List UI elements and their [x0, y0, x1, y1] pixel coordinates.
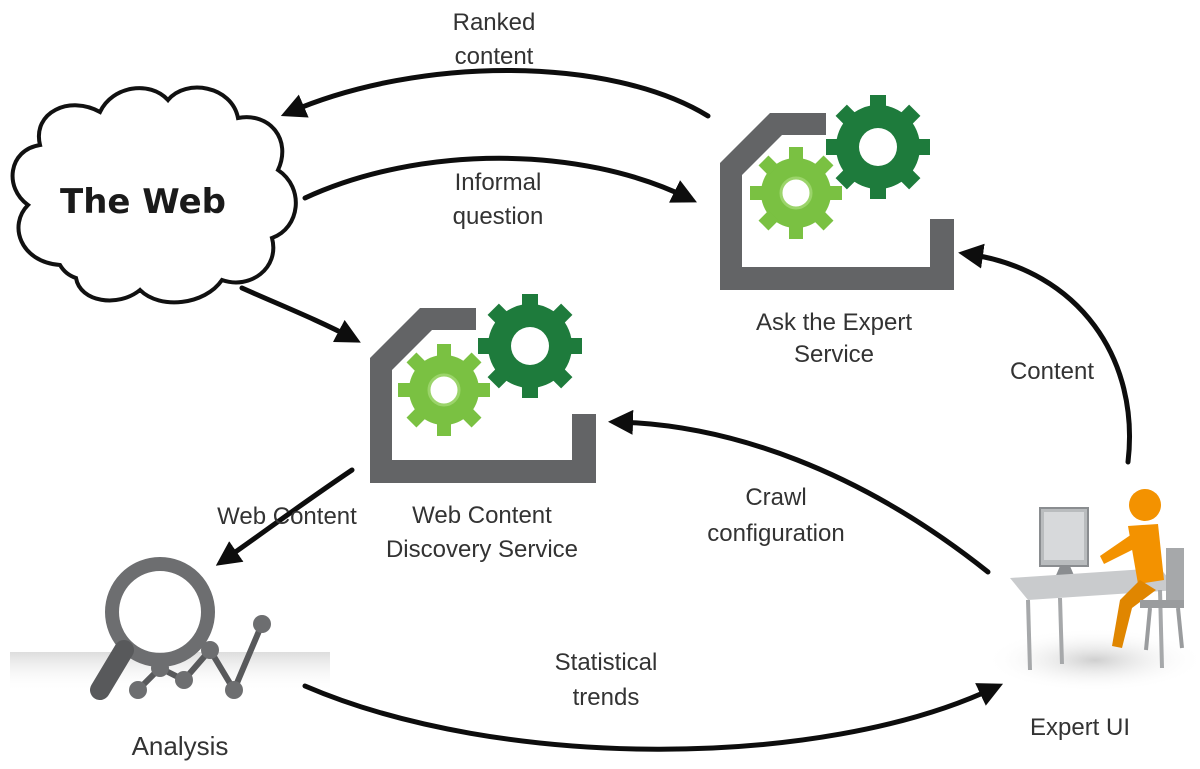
ask-expert-label-line1: Ask the Expert	[756, 309, 912, 336]
discovery-label-line1: Web Content	[412, 502, 552, 529]
chair-icon	[1140, 548, 1184, 651]
gear-light-icon	[750, 147, 842, 239]
analysis-label: Analysis	[132, 731, 229, 761]
informal-question-label-line1: Informal	[455, 169, 542, 196]
crawl-configuration-arrow	[608, 409, 991, 575]
content-label: Content	[1010, 358, 1094, 385]
gear-dark-icon	[826, 95, 930, 199]
service-frame-icon	[370, 308, 596, 483]
discovery-label-line2: Discovery Service	[386, 536, 578, 563]
gear-dark-icon	[478, 294, 582, 398]
discovery-service-node	[370, 294, 596, 483]
crawl-configuration-label-line2: configuration	[707, 520, 844, 547]
informal-question-arrow	[302, 155, 697, 203]
ask-expert-service-node	[720, 95, 954, 290]
the-web-label: The Web	[60, 182, 226, 222]
web-content-arrow	[215, 467, 355, 566]
statistical-trends-label-line2: trends	[573, 684, 640, 711]
ranked-content-label-line1: Ranked	[453, 9, 536, 36]
person-icon	[1100, 489, 1164, 648]
expert-ui-node: Expert UI	[985, 489, 1200, 741]
statistical-trends-arrow	[302, 683, 1004, 752]
statistical-trends-label-line1: Statistical	[555, 649, 658, 676]
crawl-configuration-label-line1: Crawl	[745, 484, 806, 511]
expert-ui-shadow	[985, 628, 1200, 692]
gear-light-icon	[398, 344, 490, 436]
ranked-content-arrow	[280, 68, 711, 119]
web-content-label: Web Content	[217, 503, 357, 530]
cloud-icon	[10, 85, 298, 305]
ask-expert-label-line2: Service	[794, 341, 874, 368]
trend-line-icon	[129, 615, 271, 699]
computer-icon	[1039, 507, 1089, 580]
the-web-node: The Web	[10, 85, 298, 305]
informal-question-label-line2: question	[453, 203, 544, 230]
ranked-content-label-line2: content	[455, 43, 534, 70]
service-frame-icon	[720, 113, 954, 290]
analysis-node: Analysis	[10, 557, 330, 761]
content-arrow	[958, 243, 1132, 465]
expert-ui-label: Expert UI	[1030, 714, 1130, 741]
web-to-discovery-arrow	[239, 285, 361, 343]
